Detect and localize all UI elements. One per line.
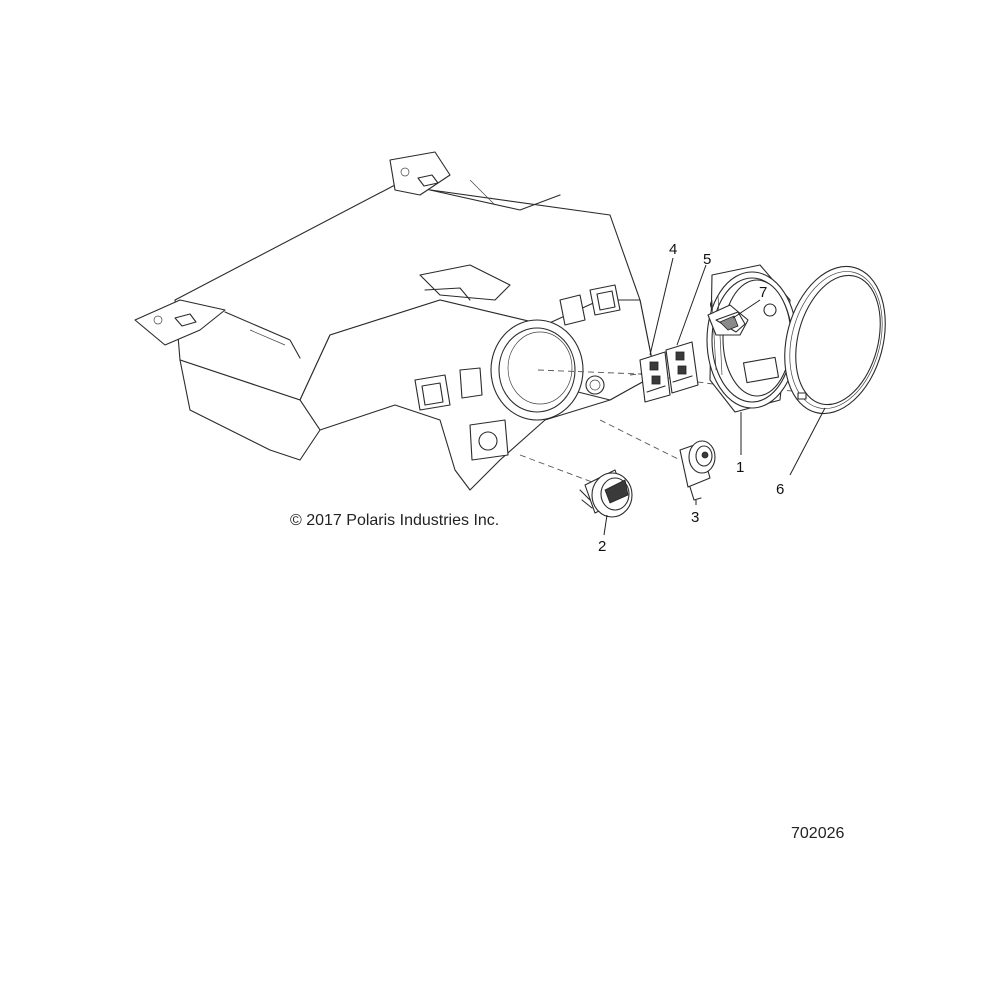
callout-1: 1: [736, 459, 744, 476]
part-3-power-outlet: [679, 440, 716, 501]
diagram-id: 702026: [791, 825, 845, 842]
part-6-bezel-ring: [784, 265, 886, 415]
callout-5: 5: [703, 251, 711, 268]
part-4-switch: [639, 351, 671, 403]
callout-3: 3: [691, 509, 699, 526]
part-2-ignition-switch: [579, 469, 633, 518]
part-7-switch: [707, 304, 749, 336]
dash-panel: [134, 151, 656, 491]
callout-labels: 1 2 3 4 5 6 7: [598, 241, 784, 555]
part-1-gauge: [706, 264, 802, 413]
callout-7: 7: [759, 284, 767, 301]
copyright-notice: © 2017 Polaris Industries Inc.: [290, 512, 500, 529]
callout-6: 6: [776, 481, 784, 498]
callout-4: 4: [669, 241, 677, 258]
part-5-switch: [665, 341, 699, 394]
callout-2: 2: [598, 538, 606, 555]
leader-lines: [603, 257, 826, 536]
